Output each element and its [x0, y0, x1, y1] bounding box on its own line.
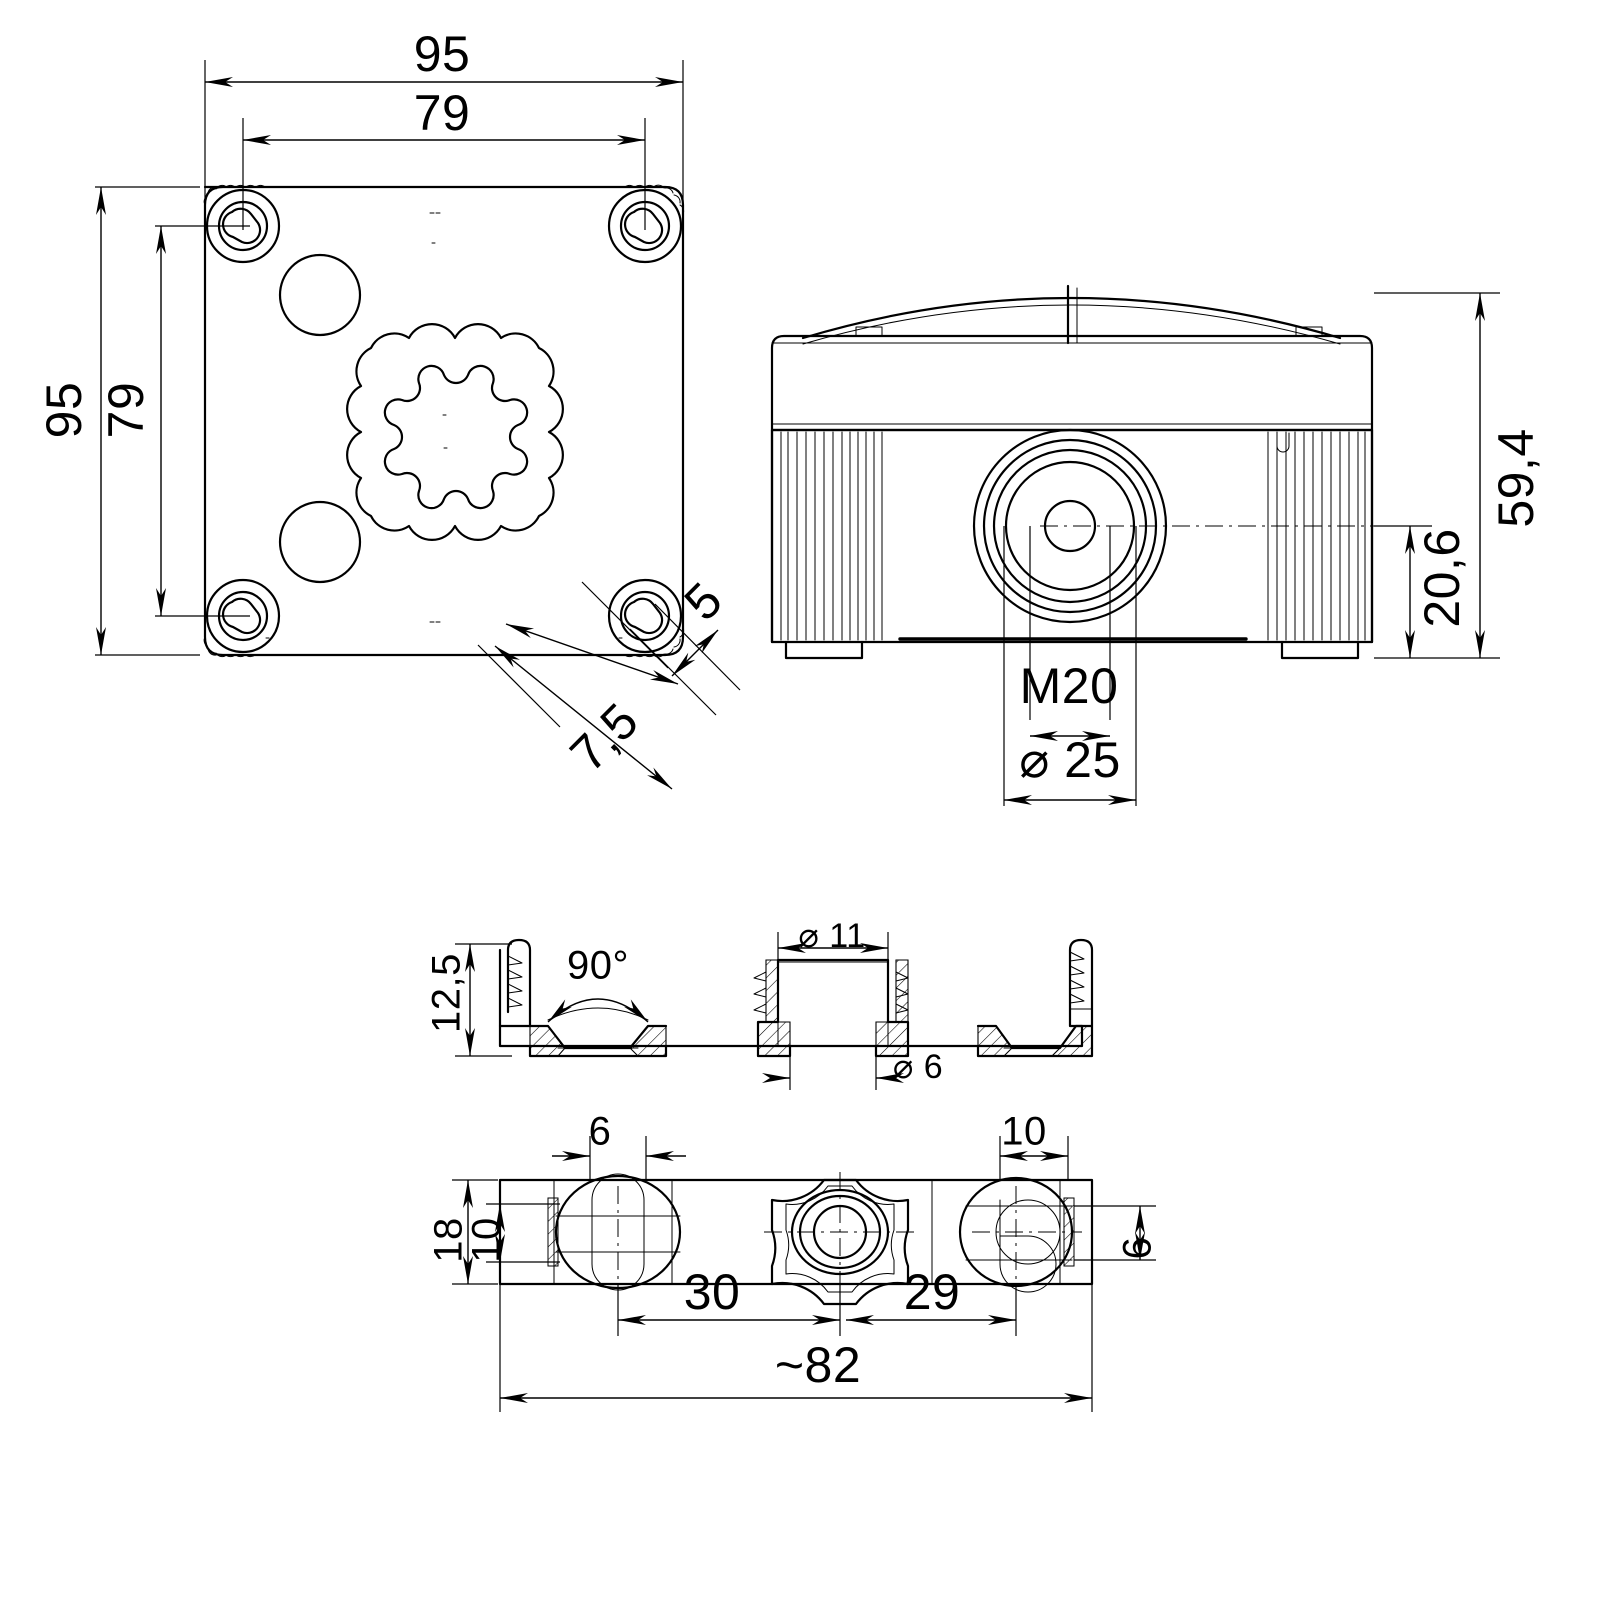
- knockout-circle-upper: [278, 253, 362, 337]
- body-ribs-right: [1267, 431, 1366, 641]
- centre-scalloped-boss: [346, 323, 564, 541]
- lid-body: [770, 334, 1374, 432]
- foot-left: [784, 640, 864, 660]
- dim-text-82: ~82: [775, 1337, 861, 1393]
- section-right-barbs: [1069, 951, 1085, 1004]
- dim-text-10-vert: 10: [465, 1217, 509, 1263]
- dim-text-18: 18: [427, 1217, 471, 1263]
- hatch-boss-left: [757, 959, 791, 1057]
- dim-text-d25: ⌀ 25: [1019, 732, 1121, 788]
- cable-gland: [972, 428, 1168, 624]
- section-cone-base: [528, 1044, 668, 1058]
- dim-text-29: 29: [904, 1264, 961, 1320]
- dim-arc-90deg: [547, 998, 649, 1023]
- dim-text-125: 12,5: [425, 953, 469, 1033]
- diagonal-dims-group: [477, 581, 741, 790]
- lid-latch-right: [1295, 326, 1323, 337]
- top-view-outline: [203, 185, 685, 657]
- mounting-boss-top-left: [205, 188, 281, 264]
- dim-line-75-diag-b: [494, 645, 673, 790]
- lid-latch-left: [855, 326, 883, 337]
- rail-slot-right: [958, 1176, 1082, 1293]
- dim-text-d11: ⌀ 11: [798, 917, 865, 955]
- mounting-boss-bottom-right: [607, 578, 683, 654]
- corner-serrations: [203, 184, 685, 658]
- dim-text-75-diag: 7,5: [559, 692, 649, 782]
- section-left-wall: [498, 938, 532, 1028]
- section-right-wall: [1068, 938, 1094, 1048]
- lid-dome-inner: [802, 304, 1341, 345]
- body-ribs-left: [780, 431, 883, 641]
- dim-text-10-right: 10: [1001, 1110, 1047, 1154]
- section-boss-barbs: [753, 971, 909, 1014]
- dim-text-95-top: 95: [414, 26, 471, 82]
- dim-text-95-left: 95: [36, 382, 92, 439]
- centre-star-hole: [383, 364, 529, 510]
- mounting-boss-bottom-left: [205, 578, 281, 654]
- hatch-cone-left-a: [529, 1025, 566, 1057]
- dim-text-d6: ⌀ 6: [893, 1048, 943, 1086]
- dim-text-6-left: 6: [589, 1110, 612, 1154]
- top-view-group: [95, 60, 741, 790]
- dim-text-90deg: 90°: [567, 944, 629, 988]
- side-view-group: [770, 284, 1500, 806]
- screw-pin-right: [1276, 432, 1290, 453]
- dim-text-6-right: 6: [1116, 1237, 1160, 1260]
- section-left-barbs: [507, 955, 523, 1008]
- gland-bottom-dims: [1003, 526, 1137, 806]
- section-view-group: [455, 932, 1094, 1090]
- section-boss-bore: [777, 961, 889, 1047]
- rail-slot-left: [547, 1173, 682, 1291]
- mounting-boss-top-right: [607, 188, 683, 264]
- top-view-dim-extensions: [95, 60, 684, 656]
- knockout-circle-lower: [278, 500, 362, 584]
- section-cone-right-base: [976, 1044, 1094, 1058]
- dim-text-594: 59,4: [1488, 428, 1544, 527]
- dim-text-30: 30: [684, 1264, 741, 1320]
- dim-text-79-left: 79: [98, 382, 154, 439]
- rail-outline: [498, 1178, 1094, 1286]
- hatch-cone-left-b: [629, 1025, 667, 1057]
- rail-centre-boss: [764, 1172, 916, 1306]
- dim-text-206: 20,6: [1414, 528, 1470, 627]
- lid-dome-outer: [801, 296, 1342, 340]
- centre-tick-marks: [265, 212, 623, 639]
- dimension-text-layer: 95 79 95 79 5 7,5 59,4 20,6 M20 ⌀ 25 12,…: [36, 26, 1544, 1393]
- dim-line-5-diag: [671, 629, 719, 677]
- dim-text-m20: M20: [1020, 658, 1119, 714]
- hatch-cone-right-a: [977, 1025, 1013, 1057]
- dim-text-79-top: 79: [414, 85, 471, 141]
- bottom-view-group: [452, 1136, 1156, 1412]
- foot-right: [1280, 640, 1360, 660]
